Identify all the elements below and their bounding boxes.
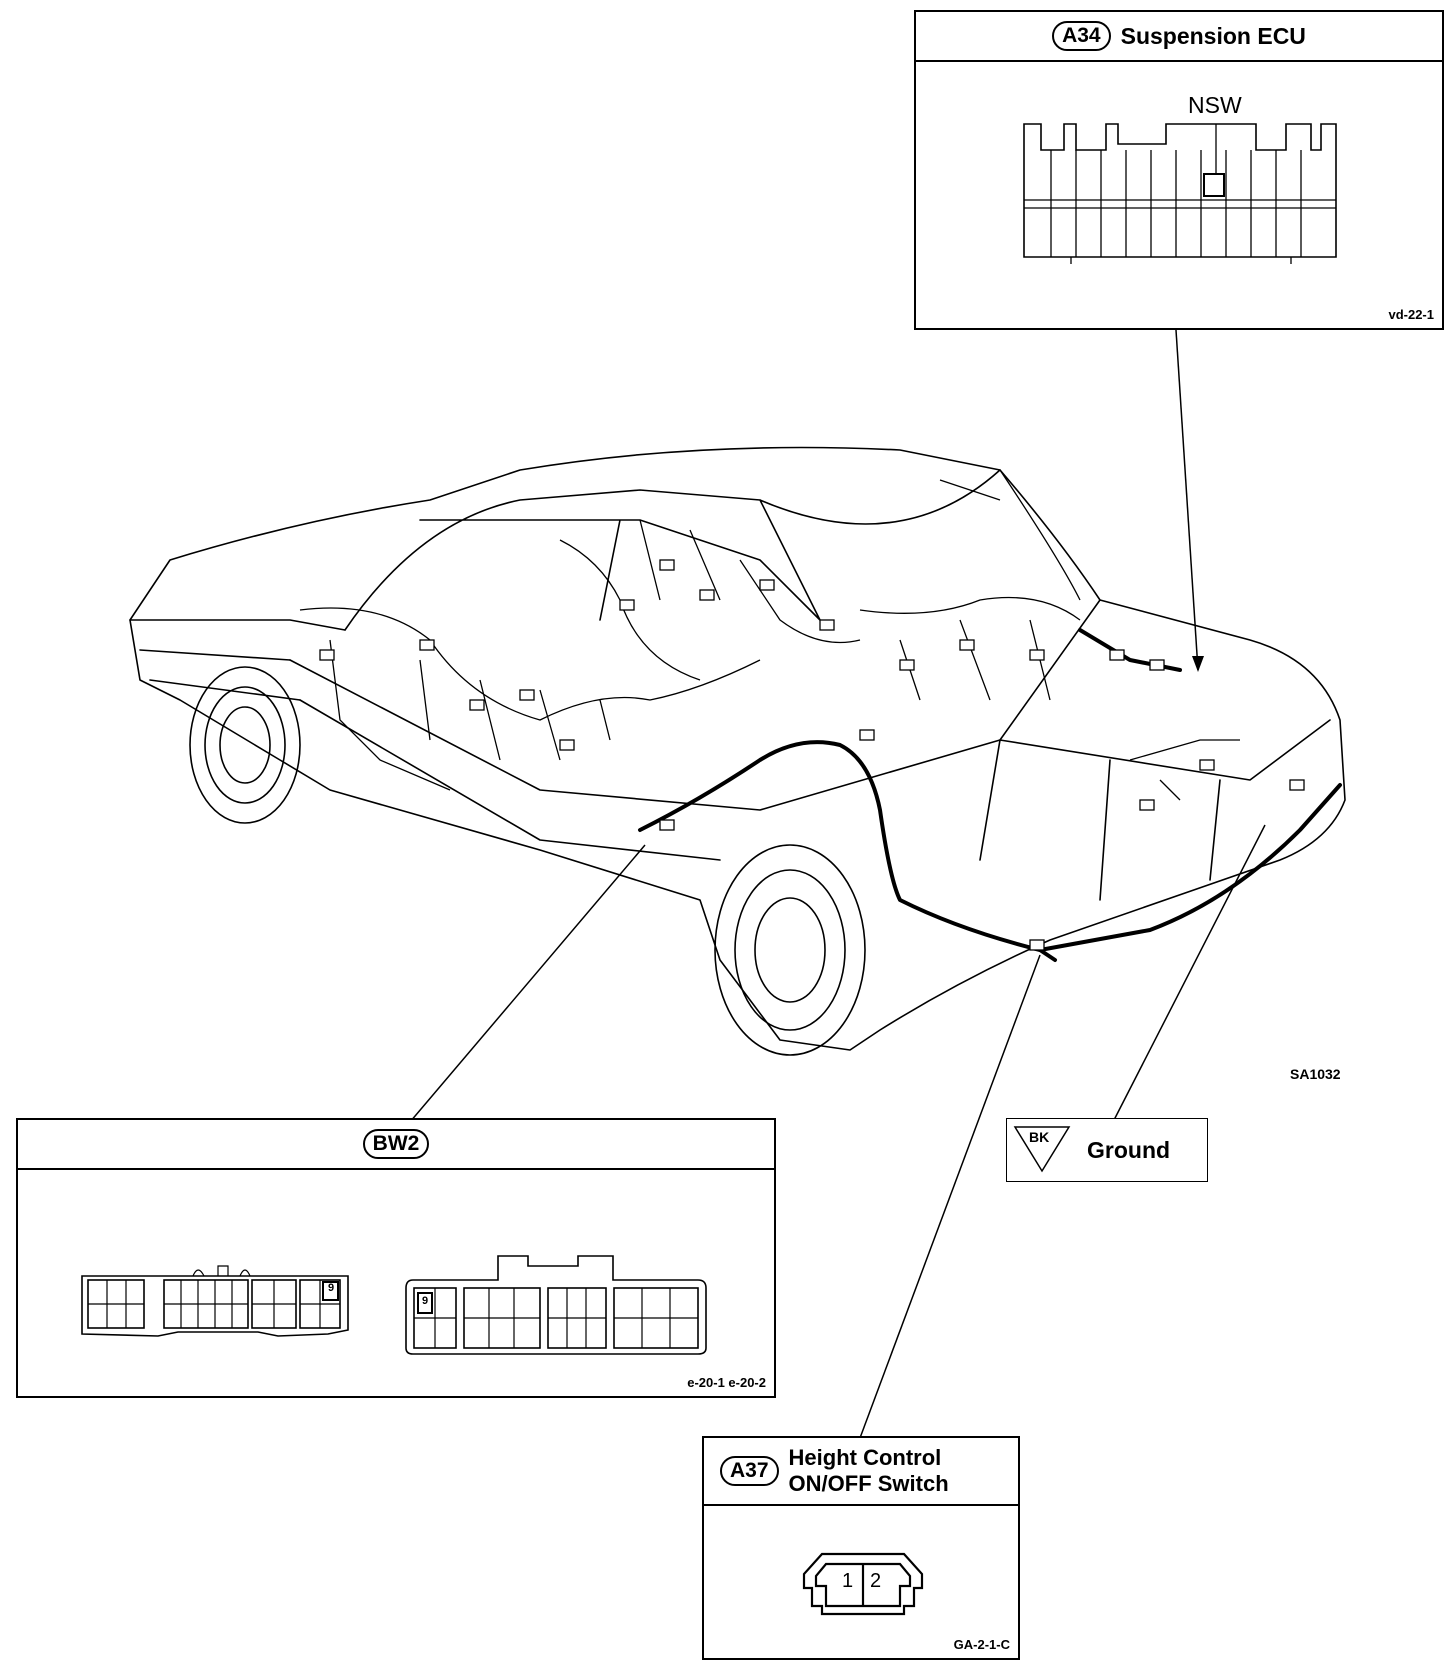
bw2-pin-left: 9 [328,1282,335,1294]
a34-pin-label: NSW [1188,92,1242,118]
a34-title: Suspension ECU [1120,22,1306,49]
a34-leader-line [1175,329,1199,671]
bw2-leader-line [409,844,646,1123]
figure-id: SA1032 [1290,1066,1341,1082]
car-side-line [289,659,1001,861]
a37-title-line2: ON/OFF Switch [788,1471,949,1496]
a34-ref: vd-22-1 [1388,307,1434,322]
ground-label: Ground [1087,1137,1171,1163]
bw2-code: BW2 [362,1129,430,1159]
a37-pin1: 1 [842,1570,854,1592]
ground-box: BK Ground [1006,1118,1208,1182]
a37-pin2: 2 [870,1570,882,1592]
front-wheel [189,666,301,824]
a34-connector-face [1023,123,1337,264]
bw2-connector-faces [81,1255,707,1355]
rear-wheel [714,844,866,1056]
a34-connector-box: A34 Suspension ECU NSW vd-22-1 [914,10,1444,330]
car-hood-outline [129,619,346,701]
ground-symbol: BK [1029,1129,1050,1145]
bw2-pin-right: 9 [422,1295,429,1307]
tail-light-harness [1129,739,1240,801]
rear-harness-branch [1038,948,1057,962]
instrument-panel-harness [299,607,761,791]
car-trunk-outline [979,599,1331,901]
car-roof-outline [344,469,1001,631]
a37-header: A37 Height Control ON/OFF Switch [704,1438,1018,1506]
rear-floor-harness [638,740,1342,952]
bw2-ref: e-20-1 e-20-2 [687,1375,766,1390]
car-body-outline [129,446,1346,1051]
a37-connector-box: A37 Height Control ON/OFF Switch 1 2 GA-… [702,1436,1020,1660]
a34-code: A34 [1052,21,1111,51]
a37-code: A37 [720,1456,779,1486]
luggage-harness [1078,628,1182,672]
a37-leader-line [859,954,1041,1439]
a37-connector-face [802,1552,924,1616]
a34-header: A34 Suspension ECU [916,12,1442,62]
a37-ref: GA-2-1-C [953,1637,1010,1652]
bw2-connector-box: BW2 [16,1118,776,1398]
ground-triangle-icon [1013,1126,1071,1173]
ground-leader-line [1112,824,1266,1123]
trunk-lid-harness [939,469,1081,601]
bw2-header: BW2 [18,1120,774,1170]
a37-title-line1: Height Control [788,1445,942,1470]
